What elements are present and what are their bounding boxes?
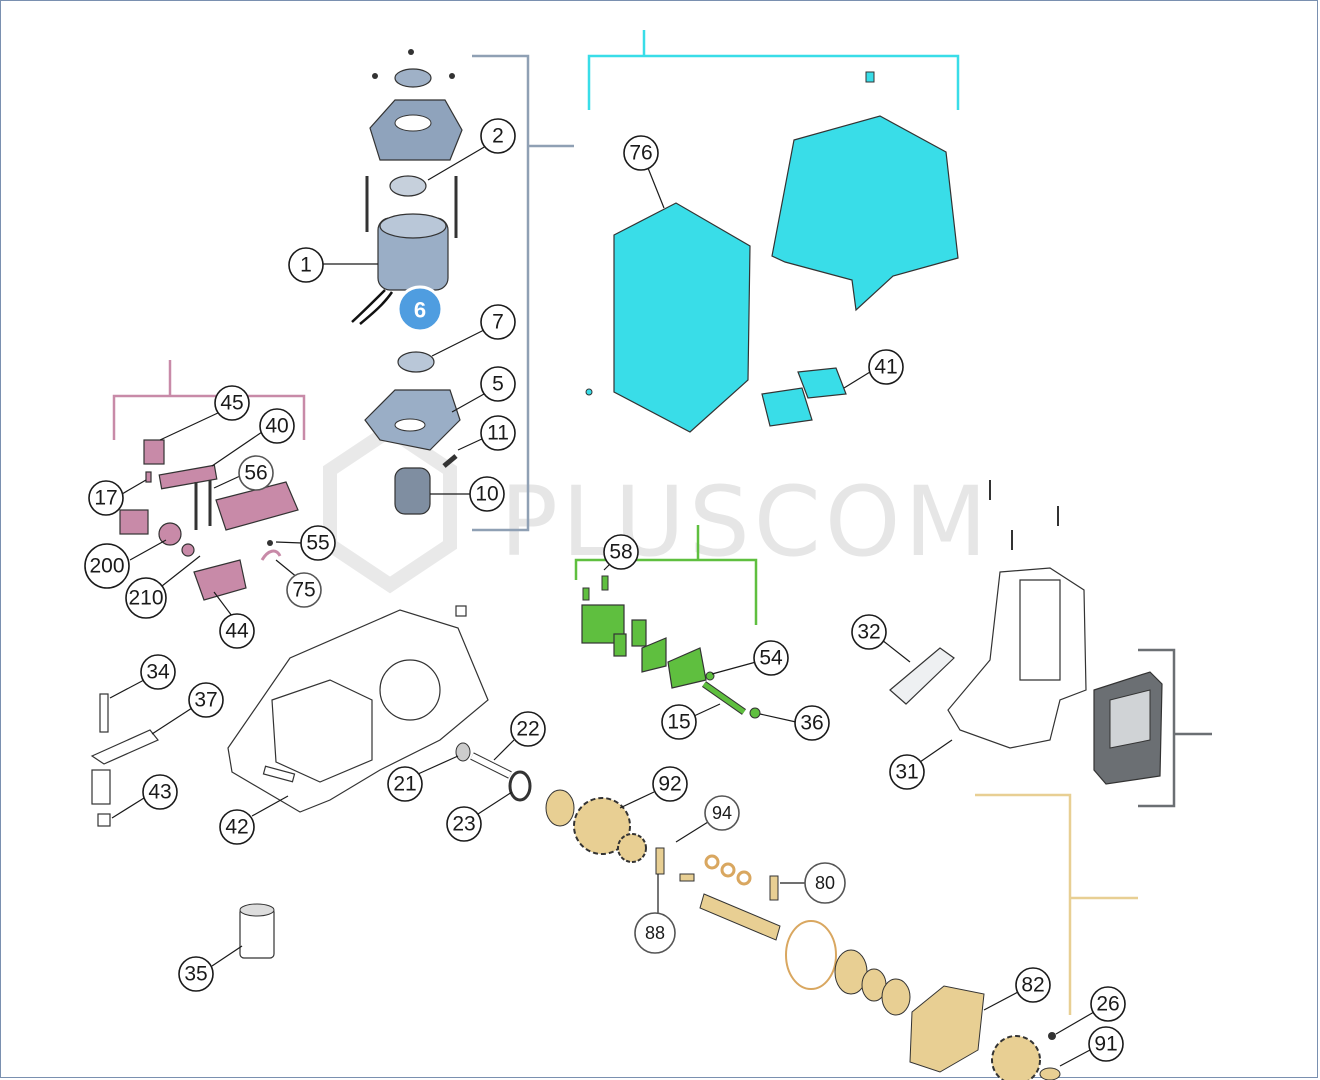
callout-22-text: 22 (516, 718, 539, 741)
callout-17: 17 (88, 479, 147, 516)
callout-36-text: 36 (800, 712, 823, 735)
highlight-badge: 6 (396, 285, 444, 333)
gear-train (455, 742, 1061, 1080)
callout-92-text: 92 (658, 773, 681, 796)
callout-11: 11 (457, 415, 516, 451)
callout-10: 10 (430, 476, 505, 512)
callout-5-text: 5 (492, 373, 504, 396)
motor-group-bracket (472, 54, 574, 532)
callout-94-text: 94 (712, 803, 732, 823)
callout-45-text: 45 (220, 392, 243, 415)
callout-200-text: 200 (89, 555, 124, 578)
cover-assembly (585, 71, 959, 433)
badge-label: 6 (414, 298, 426, 323)
callout-23-text: 23 (452, 813, 475, 836)
callout-7: 7 (431, 304, 516, 357)
callout-58: 58 (603, 534, 639, 571)
callout-35: 35 (178, 945, 243, 992)
callout-45: 45 (159, 385, 250, 441)
callout-1: 1 (288, 247, 378, 283)
callout-75: 75 (275, 559, 322, 608)
callout-2: 2 (427, 118, 516, 181)
callout-88-text: 88 (645, 923, 665, 943)
callout-43-text: 43 (148, 781, 171, 804)
callout-40-text: 40 (265, 415, 288, 438)
callout-92: 92 (619, 766, 688, 809)
callout-76: 76 (623, 135, 665, 209)
callout-210: 210 (125, 555, 201, 619)
motor-assembly (351, 49, 463, 515)
callout-44-text: 44 (225, 620, 249, 643)
callout-37: 37 (151, 682, 224, 735)
cover-group-bracket (587, 30, 960, 110)
callout-5: 5 (451, 366, 516, 413)
callout-10-text: 10 (475, 483, 498, 506)
callout-76-text: 76 (629, 142, 652, 165)
callout-58-text: 58 (609, 541, 632, 564)
callout-42: 42 (219, 795, 289, 845)
green-group-bracket (574, 525, 758, 625)
callout-55: 55 (275, 525, 336, 561)
base-housing (227, 605, 489, 813)
callout-35-text: 35 (184, 963, 207, 986)
callout-21: 21 (387, 755, 459, 802)
callout-17-text: 17 (94, 487, 117, 510)
callout-75-text: 75 (292, 579, 315, 602)
callout-41: 41 (843, 349, 904, 389)
callout-32-text: 32 (857, 621, 880, 644)
callout-82: 82 (983, 967, 1051, 1011)
callout-36: 36 (759, 705, 830, 741)
callout-37-text: 37 (194, 689, 217, 712)
callout-11-text: 11 (487, 422, 509, 445)
callout-82-text: 82 (1021, 974, 1044, 997)
release-crank (90, 693, 275, 959)
callout-31-text: 31 (895, 761, 918, 784)
callout-22: 22 (493, 711, 546, 761)
callout-41-text: 41 (874, 356, 897, 379)
callout-42-text: 42 (225, 816, 248, 839)
callout-21-text: 21 (393, 773, 416, 796)
callout-44: 44 (213, 591, 255, 649)
callout-91-text: 91 (1094, 1033, 1117, 1056)
callout-55-text: 55 (306, 532, 329, 555)
callout-23: 23 (446, 791, 513, 842)
callout-54: 54 (711, 640, 789, 676)
electronics-housing (889, 480, 1163, 785)
callout-94: 94 (675, 795, 740, 843)
callout-200: 200 (84, 539, 167, 589)
callout-7-text: 7 (492, 311, 504, 334)
callout-26-text: 26 (1096, 993, 1119, 1016)
callout-88: 88 (634, 874, 676, 954)
tan-group-bracket (975, 793, 1138, 1015)
grey-group-bracket (1138, 648, 1212, 808)
callout-34-text: 34 (146, 661, 170, 684)
callout-31: 31 (889, 739, 953, 790)
callout-34: 34 (109, 654, 176, 699)
callout-80-text: 80 (815, 873, 835, 893)
callout-26: 26 (1055, 986, 1126, 1035)
callout-32: 32 (851, 614, 911, 663)
callout-91: 91 (1059, 1026, 1124, 1067)
callout-40: 40 (211, 408, 295, 467)
control-cartridge-assembly (119, 439, 299, 601)
callout-56: 56 (213, 455, 274, 491)
callout-2-text: 2 (492, 125, 504, 148)
callout-54-text: 54 (759, 647, 783, 670)
limit-switch-assembly (581, 575, 761, 719)
callout-15: 15 (661, 703, 721, 740)
callout-210-text: 210 (128, 587, 163, 610)
callout-56-text: 56 (244, 462, 267, 485)
callout-1-text: 1 (300, 254, 312, 277)
pink-group-bracket (112, 360, 306, 440)
callout-43: 43 (111, 774, 178, 819)
callout-15-text: 15 (667, 711, 690, 734)
callout-80: 80 (780, 862, 846, 904)
